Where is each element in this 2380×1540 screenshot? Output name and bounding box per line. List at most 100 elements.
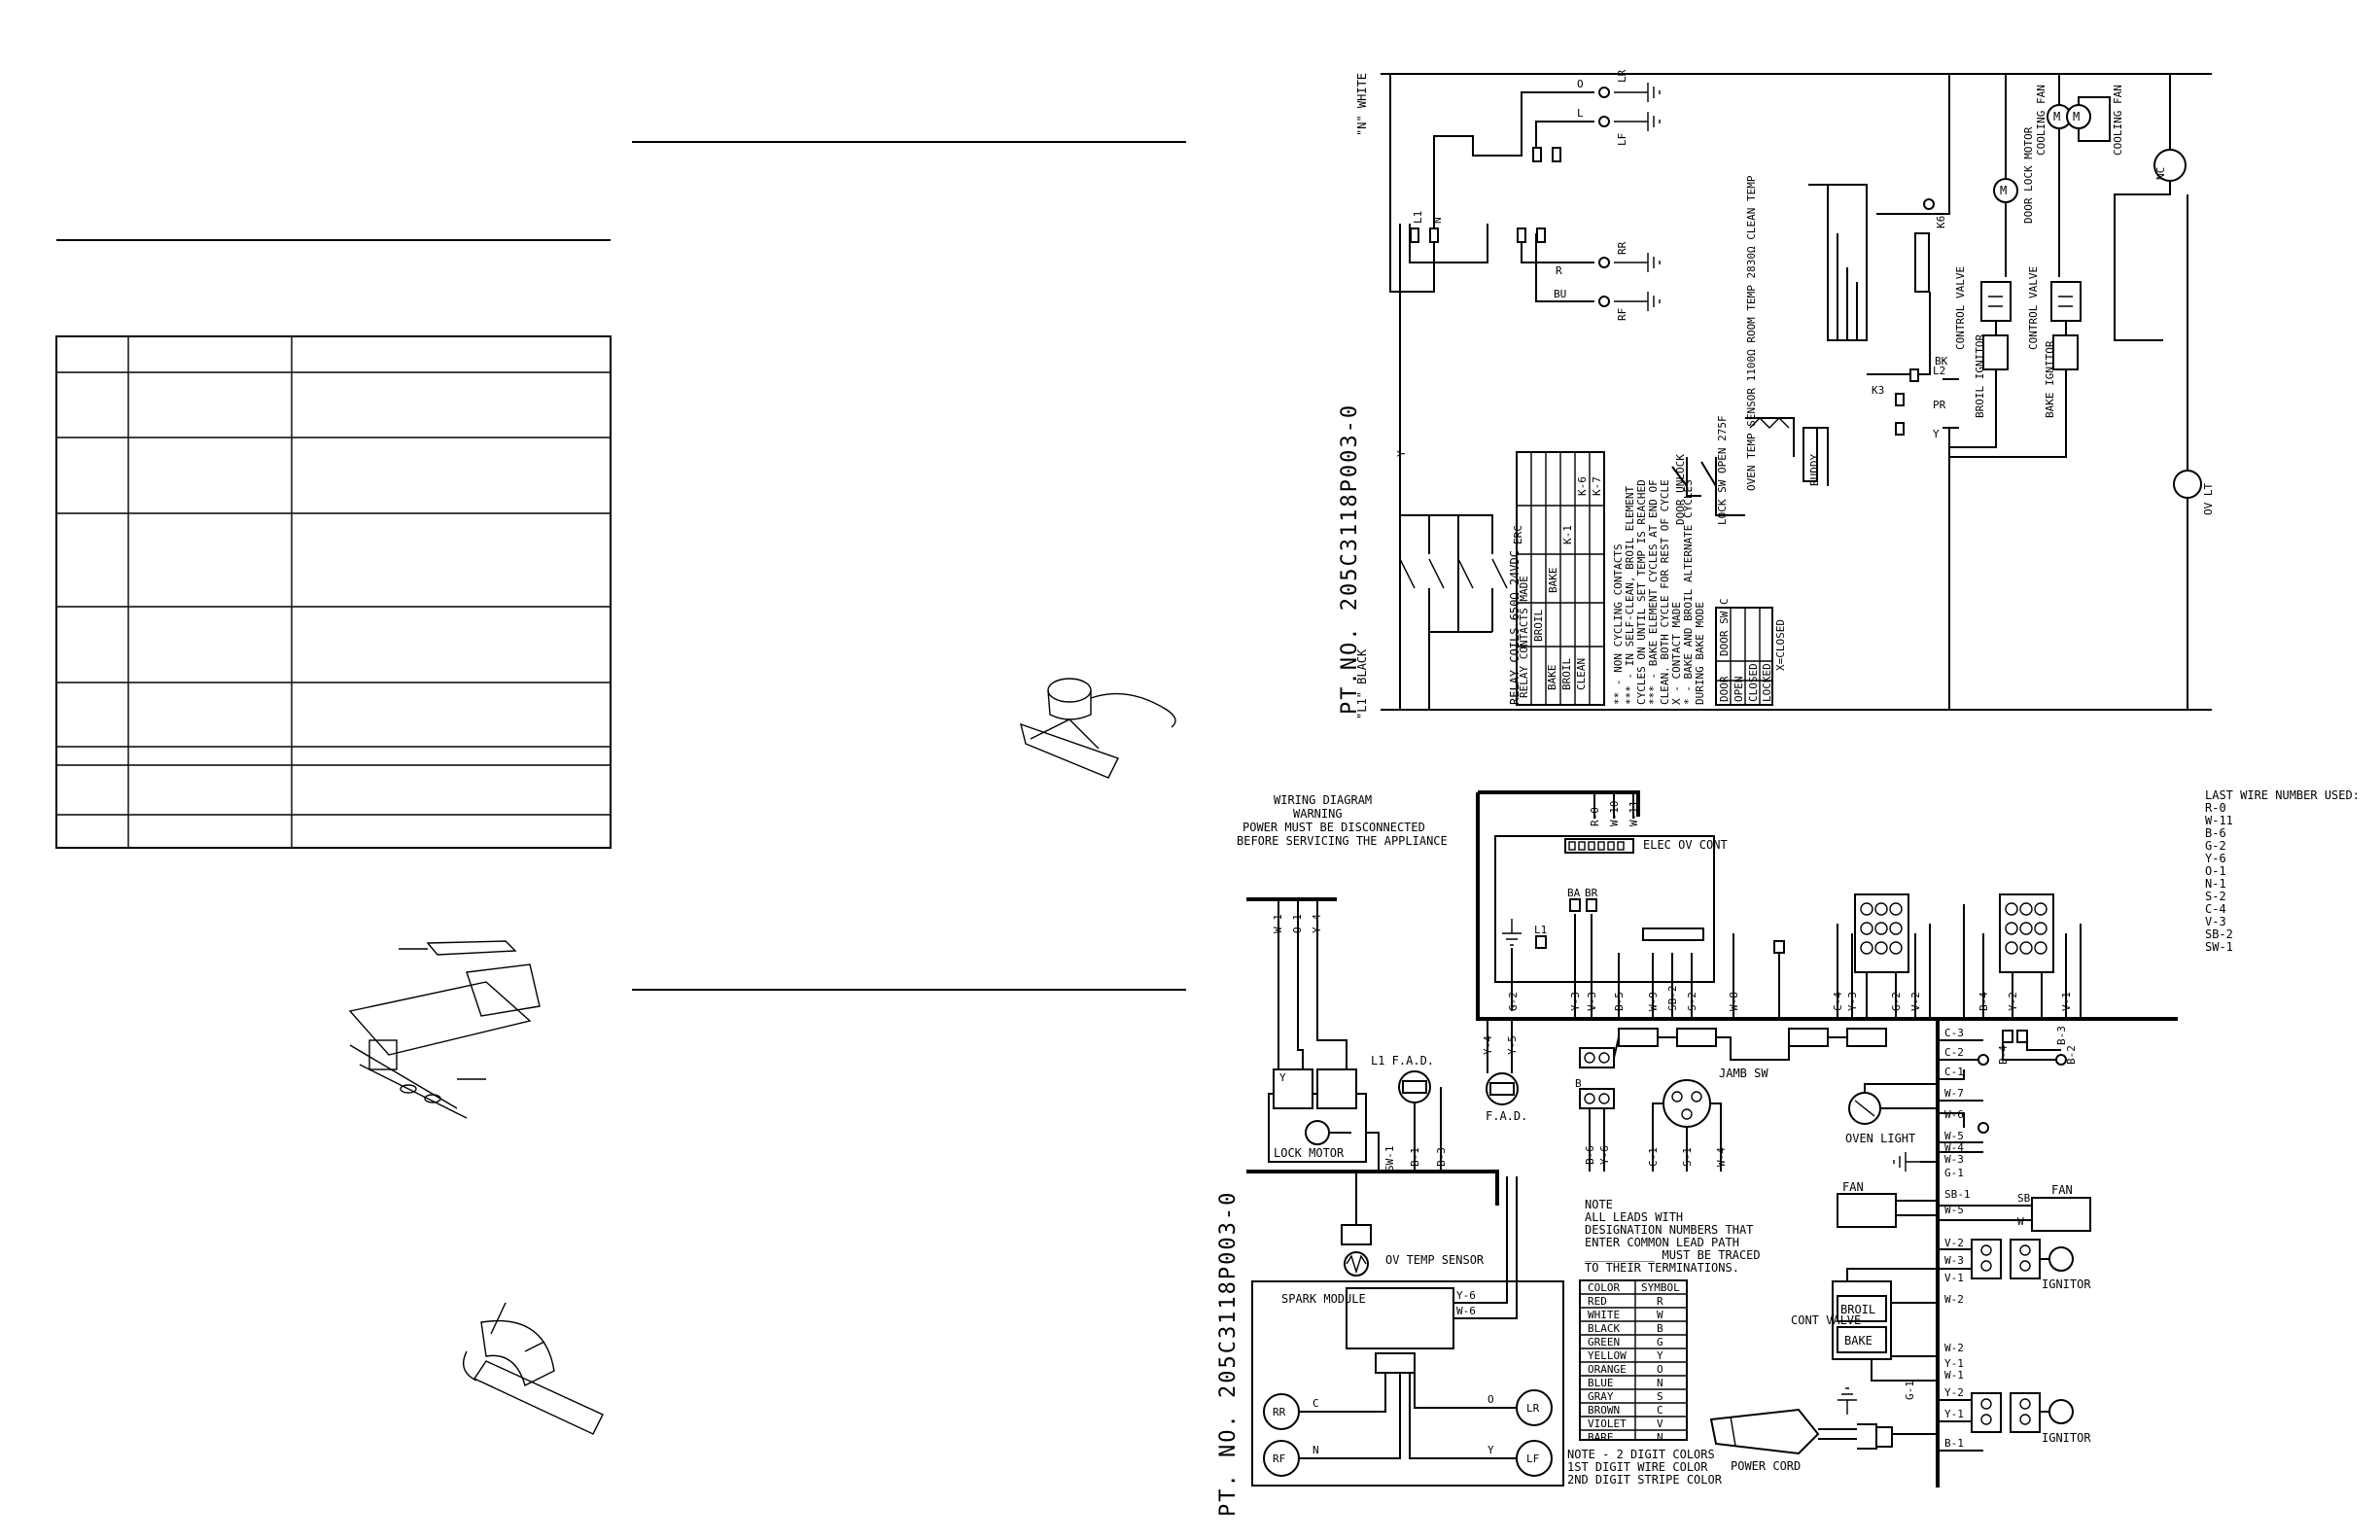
- oven-light-label: OV LT: [2202, 483, 2215, 515]
- wire-label: W: [2017, 1215, 2024, 1228]
- last-wire-item: R-0: [2205, 801, 2226, 815]
- wire-label: SB-1: [1944, 1188, 1971, 1201]
- terminal-l1-label: L1: [1412, 211, 1424, 224]
- oven-light: OVEN LIGHT: [1845, 1083, 1938, 1145]
- spark-module-label: SPARK MODULE: [1281, 1292, 1366, 1306]
- footnote-line: 2ND DIGIT STRIPE COLOR: [1567, 1473, 1723, 1487]
- note-line: ENTER COMMON LEAD PATH: [1585, 1236, 1739, 1249]
- wire-label: O-1: [1291, 914, 1304, 933]
- wire-label: C-1: [1944, 1066, 1964, 1078]
- warning-line: WIRING DIAGRAM: [1274, 793, 1372, 807]
- wire-label: Y-1: [1944, 1408, 1964, 1420]
- door-table-legend: X=CLOSED: [1774, 619, 1787, 671]
- wire-label: W-2: [1944, 1293, 1964, 1306]
- door-switch-table: DOOR DOOR SW C OPEN CLOSED LOCKED X=CLOS…: [1715, 598, 1787, 706]
- wire-label: S-1: [1681, 1147, 1694, 1167]
- wire-label: B-2: [2065, 1045, 2078, 1065]
- wire-label: Y-4: [1482, 1035, 1494, 1055]
- control-valve-label: CONTROL VALVE: [1954, 266, 1967, 350]
- last-wire-item: V-3: [2205, 915, 2226, 928]
- wire-label: C: [1312, 1397, 1319, 1410]
- footnote-line: 1ST DIGIT WIRE COLOR: [1567, 1460, 1708, 1474]
- color-table-color: BROWN: [1588, 1404, 1620, 1417]
- wire-label: V-2: [1944, 1237, 1964, 1249]
- last-wire-item: SB-2: [2205, 928, 2233, 941]
- bake-ignitor-label: BAKE IGNITOR: [2044, 340, 2056, 418]
- ground-icon: [1614, 83, 1661, 102]
- wire-label: W-1: [1272, 914, 1284, 933]
- color-table-symbol: G: [1657, 1336, 1663, 1348]
- door-unlock-label: DOOR UNLOCK: [1674, 454, 1687, 525]
- wire-label: W-10: [1608, 801, 1621, 827]
- door-lock-motor-illustration: [1020, 678, 1176, 779]
- wire-label: B-5: [1613, 992, 1626, 1011]
- wire-label: W-11: [1628, 801, 1640, 827]
- wire-label: Y-4: [1311, 914, 1323, 933]
- warning-line: POWER MUST BE DISCONNECTED: [1242, 821, 1425, 834]
- wire-label: W-6: [1944, 1108, 1964, 1121]
- fan-label: FAN: [2051, 1183, 2073, 1197]
- connector-pins: [1568, 841, 1625, 851]
- fad: F.A.D. Y-4 Y-5: [1482, 1019, 1527, 1123]
- color-table-color: GREEN: [1588, 1336, 1620, 1348]
- wire-label: C-2: [1944, 1046, 1964, 1059]
- wire-label: C-4: [1832, 992, 1844, 1011]
- power-cord-label: POWER CORD: [1731, 1459, 1801, 1473]
- color-table-symbol: O: [1657, 1363, 1663, 1376]
- ground-icon: [1614, 112, 1661, 131]
- wire-label: W-8: [1728, 992, 1740, 1011]
- switch-contact-label: NC: [2154, 167, 2167, 180]
- bake-valve-label: BAKE: [1844, 1334, 1872, 1348]
- bake-element-illustration: [348, 940, 541, 1119]
- wire-label: N: [1312, 1444, 1319, 1456]
- erc-label: ERC: [1512, 525, 1524, 544]
- wire-label: V-1: [1944, 1272, 1964, 1284]
- connector-block-1: [1837, 893, 1931, 1019]
- broil-element-illustration: [463, 1302, 604, 1435]
- note-line: *** - BAKE ELEMENT CYCLES AT END OF: [1647, 479, 1660, 705]
- far-right-labels: B-4 B-3 B-2 G-1: [1904, 1026, 2078, 1400]
- electrode-lr-label: LR: [1526, 1402, 1540, 1415]
- ground-icon: [1838, 1387, 1857, 1415]
- element-lr-label: LR: [1616, 69, 1628, 83]
- wire-label: SB: [2017, 1192, 2031, 1205]
- ov-temp-sensor: OV TEMP SENSOR: [1341, 1172, 1485, 1277]
- l1-fad-label: L1 F.A.D.: [1371, 1054, 1434, 1068]
- ignitor-label: IGNITOR: [2042, 1431, 2091, 1445]
- wire-tag-o: O: [1577, 78, 1584, 90]
- terminal-label: L1: [1534, 924, 1547, 936]
- wire-label: Y-6: [1598, 1145, 1611, 1165]
- wire-label: W-6: [1456, 1305, 1476, 1317]
- wire-label: Y-5: [1506, 1035, 1519, 1055]
- cooling-fan-label: COOLING FAN: [2035, 85, 2048, 156]
- wire-label: W-4: [1715, 1147, 1728, 1167]
- relay-table-cell: BROIL: [1560, 658, 1573, 690]
- electrode-rr-label: RR: [1273, 1406, 1286, 1418]
- wire-label: W-3: [1944, 1254, 1964, 1267]
- color-table-symbol: C: [1657, 1404, 1663, 1417]
- wire-tag-bk: BK: [1935, 355, 1948, 368]
- wire-label: B-3: [1435, 1147, 1448, 1167]
- connector-block-2: [1963, 893, 2082, 1019]
- wire-label: Y-6: [1456, 1289, 1476, 1302]
- last-wire-item: W-11: [2205, 814, 2233, 827]
- color-table-symbol: W: [1657, 1309, 1663, 1321]
- wire-label: V-3: [1586, 992, 1598, 1011]
- door-table-header: DOOR SW C: [1718, 598, 1731, 656]
- fan-m-icon: M: [2073, 110, 2080, 123]
- last-wire-item: O-1: [2205, 864, 2226, 878]
- color-table-color: RED: [1588, 1295, 1607, 1308]
- wire-label: G-1: [1904, 1381, 1916, 1400]
- center-bus-labels: G-2 Y-3 V-3 B-5 W-9 SB-2 S-2 W-8 C-4 Y-3…: [1507, 986, 2073, 1012]
- jamb-sw-label: JAMB SW: [1719, 1067, 1768, 1080]
- relay-contacts: Y: [1395, 292, 1508, 710]
- lock-motor: LOCK MOTOR Y SW-1: [1268, 1068, 1396, 1172]
- wire-label: W-5: [1944, 1130, 1964, 1142]
- color-table-color: BARE: [1588, 1431, 1614, 1444]
- blank-spec-table: [55, 335, 612, 849]
- ignitor-label: IGNITOR: [2042, 1278, 2091, 1291]
- wire-label: W-4: [1944, 1141, 1964, 1154]
- wire-label: W-1: [1944, 1369, 1964, 1382]
- color-table-header: COLOR: [1588, 1281, 1620, 1294]
- note-line: DESIGNATION NUMBERS THAT: [1585, 1223, 1753, 1237]
